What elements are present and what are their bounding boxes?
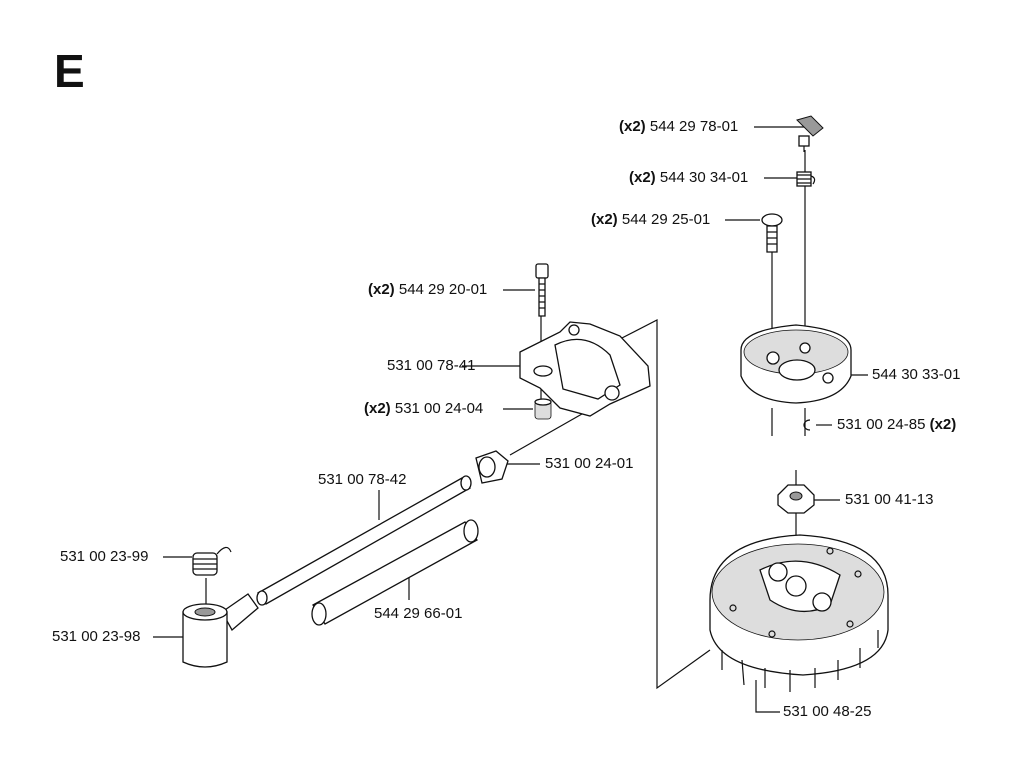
part-label: (x2) 531 00 24-04 [364,400,484,417]
section-letter: E [54,45,85,97]
part-label: (x2) 544 29 25-01 [591,211,711,228]
spacer-531-00-24-04 [534,398,552,420]
tube-531-00-78-42 [256,475,472,606]
nut-531-00-41-13 [777,484,815,514]
part-label: (x2) 544 30 34-01 [629,169,749,186]
part-label: 531 00 23-99 [60,548,149,565]
part-label: 531 00 48-25 [783,703,872,720]
part-label: 531 00 41-13 [845,491,934,508]
part-label: 531 00 23-98 [52,628,141,645]
housing-531-00-78-41 [519,321,651,417]
part-label: 544 30 33-01 [872,366,961,383]
spring-531-00-23-99 [192,546,232,576]
part-label: (x2) 544 29 78-01 [619,118,739,135]
part-label: (x2) 544 29 20-01 [368,281,488,298]
part-label: 531 00 78-41 [387,357,476,374]
cup-544-30-33-01 [740,324,852,404]
screw-544-29-78-01 [796,115,824,152]
clutch-531-00-48-25 [709,534,889,692]
part-label: 531 00 24-85 (x2) [837,416,957,433]
fitting-531-00-24-01 [475,450,509,484]
spring-544-30-34-01 [796,171,816,187]
bolt-544-29-20-01 [535,263,549,317]
elbow-531-00-23-98 [182,593,259,668]
part-label: 544 29 66-01 [374,605,463,622]
clip-531-00-24-85 [803,419,811,431]
tube-544-29-66-01 [311,519,479,626]
screw-544-29-25-01 [761,213,783,253]
part-label: 531 00 24-01 [545,455,634,472]
part-label: 531 00 78-42 [318,471,407,488]
